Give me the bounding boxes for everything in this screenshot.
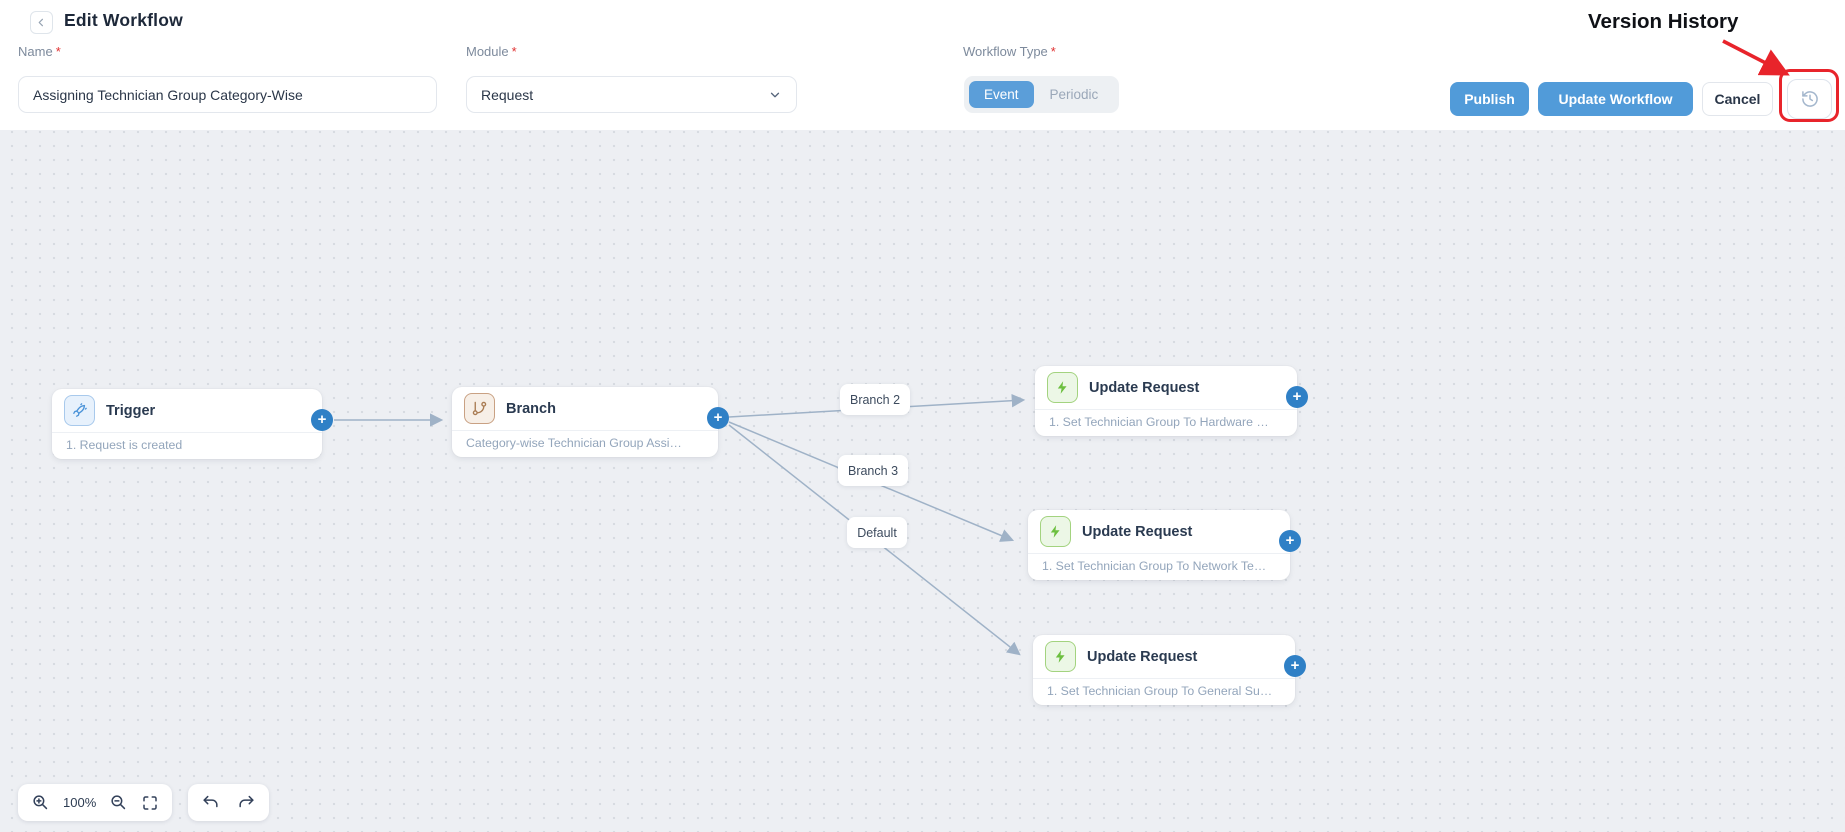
node-trigger[interactable]: Trigger 1. Request is created + (52, 389, 333, 459)
node-update-request-3-header: Update Request (1033, 635, 1295, 678)
module-label: Module* (466, 44, 517, 59)
zoom-in-button[interactable] (31, 793, 50, 812)
workflow-edges (334, 393, 1026, 656)
edge-label-default[interactable]: Default (847, 517, 907, 548)
node-update-request-2-title: Update Request (1082, 523, 1193, 540)
zoom-out-button[interactable] (109, 793, 128, 812)
toggle-option-event[interactable]: Event (969, 81, 1034, 108)
undo-icon (201, 793, 220, 812)
name-input[interactable] (18, 76, 437, 113)
header-bar: Edit Workflow Name* Module* Request Work… (0, 0, 1845, 130)
update-workflow-button[interactable]: Update Workflow (1538, 82, 1693, 116)
add-step-button[interactable]: + (1279, 530, 1301, 552)
lightning-bolt-icon (1040, 516, 1071, 547)
node-update-request-3-subtitle: 1. Set Technician Group To General Su… (1033, 678, 1295, 705)
zoom-in-icon (31, 793, 50, 812)
chevron-down-icon (768, 88, 782, 102)
add-step-button[interactable]: + (1286, 386, 1308, 408)
plus-icon: + (317, 411, 327, 428)
node-trigger-header: Trigger (52, 389, 322, 432)
node-trigger-subtitle: 1. Request is created (52, 432, 322, 459)
undo-button[interactable] (201, 793, 220, 812)
lightning-bolt-icon (1047, 372, 1078, 403)
zoom-level: 100% (63, 795, 97, 810)
lightning-bolt-icon (1045, 641, 1076, 672)
undo-redo-toolbar (188, 784, 269, 821)
add-step-button[interactable]: + (311, 409, 333, 431)
module-select-value: Request (481, 86, 534, 103)
node-update-request-3-title: Update Request (1087, 648, 1198, 665)
node-update-request-2-header: Update Request (1028, 510, 1290, 553)
node-update-request-1[interactable]: Update Request 1. Set Technician Group T… (1035, 366, 1308, 436)
publish-button[interactable]: Publish (1450, 82, 1529, 116)
node-update-request-1-title: Update Request (1089, 379, 1200, 396)
node-update-request-2-subtitle: 1. Set Technician Group To Network Te… (1028, 553, 1290, 580)
node-branch-header: Branch (452, 387, 718, 430)
add-step-button[interactable]: + (707, 407, 729, 429)
version-history-button[interactable] (1787, 79, 1832, 119)
chevron-left-icon (36, 17, 47, 28)
fit-screen-icon (141, 794, 159, 812)
rocket-icon (64, 395, 95, 426)
zoom-toolbar: 100% (18, 784, 173, 821)
plus-icon: + (713, 409, 723, 426)
node-update-request-1-subtitle: 1. Set Technician Group To Hardware … (1035, 409, 1297, 436)
git-branch-icon (464, 393, 495, 424)
plus-icon: + (1292, 388, 1302, 405)
plus-icon: + (1290, 657, 1300, 674)
node-update-request-3[interactable]: Update Request 1. Set Technician Group T… (1033, 635, 1306, 705)
module-select[interactable]: Request (466, 76, 797, 113)
fit-screen-button[interactable] (141, 794, 159, 812)
redo-icon (237, 793, 256, 812)
add-step-button[interactable]: + (1284, 655, 1306, 677)
node-branch-title: Branch (506, 400, 556, 417)
node-branch[interactable]: Branch Category-wise Technician Group As… (452, 387, 729, 457)
cancel-button[interactable]: Cancel (1702, 82, 1773, 116)
node-update-request-1-header: Update Request (1035, 366, 1297, 409)
node-branch-subtitle: Category-wise Technician Group Assi… (452, 430, 718, 457)
zoom-out-icon (109, 793, 128, 812)
name-label: Name* (18, 44, 61, 59)
workflow-canvas[interactable]: Trigger 1. Request is created + Branch C… (0, 130, 1845, 832)
node-update-request-2[interactable]: Update Request 1. Set Technician Group T… (1028, 510, 1301, 580)
workflow-type-toggle: Event Periodic (964, 76, 1120, 113)
node-trigger-title: Trigger (106, 402, 156, 419)
version-history-annotation: Version History (1588, 10, 1739, 33)
history-icon (1800, 89, 1820, 109)
edge-label-branch-2[interactable]: Branch 2 (840, 384, 910, 415)
edge-label-branch-3[interactable]: Branch 3 (838, 455, 908, 486)
workflow-type-label: Workflow Type* (963, 44, 1056, 59)
back-button[interactable] (30, 11, 53, 34)
redo-button[interactable] (237, 793, 256, 812)
plus-icon: + (1285, 532, 1295, 549)
toggle-option-periodic[interactable]: Periodic (1049, 87, 1099, 102)
page-title: Edit Workflow (64, 10, 183, 30)
